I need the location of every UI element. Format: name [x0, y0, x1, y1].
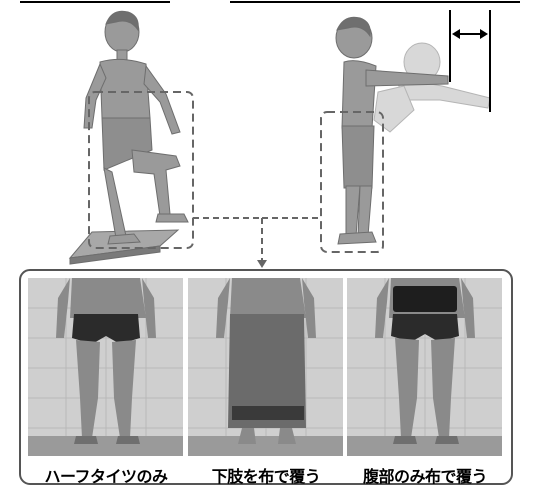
- left-foot: [108, 234, 140, 244]
- right-leg: [358, 186, 372, 236]
- photo-abdomen-covered: [347, 278, 502, 456]
- standing-leg: [104, 168, 126, 238]
- photo-lower-limbs-covered: [188, 278, 343, 456]
- caption-abdomen: 腹部のみ布で覆う: [341, 463, 509, 487]
- caption-half-tights: ハーフタイツのみ: [22, 463, 190, 487]
- photo-half-tights: [28, 278, 183, 456]
- figure-stepping-on-platform: [70, 11, 188, 264]
- neck: [117, 50, 127, 60]
- torso: [100, 59, 150, 118]
- connector-lines: [193, 218, 321, 262]
- shorts: [342, 126, 374, 188]
- right-foot: [156, 214, 188, 222]
- caption-lower-limbs: 下肢を布で覆う: [182, 463, 350, 487]
- figure-forward-reach: [336, 17, 490, 244]
- double-headed-arrow: [452, 29, 488, 39]
- ghost-figure: [374, 43, 490, 132]
- raised-leg: [132, 150, 180, 216]
- connector-arrowhead: [257, 260, 267, 268]
- feet: [338, 232, 376, 244]
